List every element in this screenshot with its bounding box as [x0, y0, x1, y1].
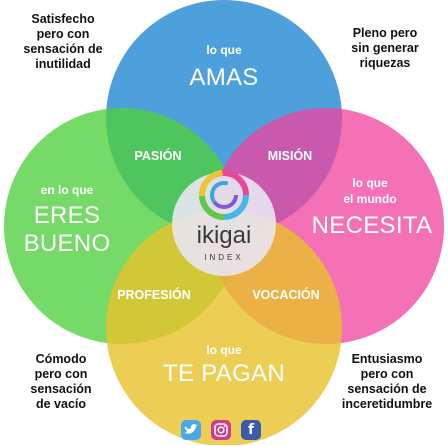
instagram-icon[interactable]	[211, 420, 231, 440]
necesita-label: NECESITA	[311, 212, 433, 239]
bueno-label: BUENO	[23, 230, 111, 257]
eres-label: ERES	[33, 202, 101, 229]
logo-name: ikigai	[196, 222, 252, 249]
eres-bueno-prefix: en lo que	[40, 183, 94, 197]
twitter-icon[interactable]	[181, 420, 201, 440]
logo-background	[172, 172, 276, 276]
circle-te-pagan	[106, 210, 342, 445]
necesita-prefix-2: el mundo	[343, 192, 397, 206]
zone-profesion: PROFESIÓN	[117, 288, 191, 302]
facebook-icon[interactable]: f	[241, 420, 261, 440]
zone-mision: MISIÓN	[267, 149, 313, 163]
amas-prefix: lo que	[206, 43, 242, 57]
ikigai-logo-icon	[199, 170, 249, 220]
te-pagan-label: TE PAGAN	[163, 360, 285, 387]
amas-label: AMAS	[189, 64, 259, 91]
necesita-prefix-1: lo que	[352, 176, 388, 190]
logo-sub: INDEX	[204, 253, 244, 262]
te-pagan-prefix: lo que	[206, 343, 242, 357]
zone-vocacion: VOCACIÓN	[252, 288, 320, 302]
zone-pasion: PASIÓN	[134, 149, 182, 163]
